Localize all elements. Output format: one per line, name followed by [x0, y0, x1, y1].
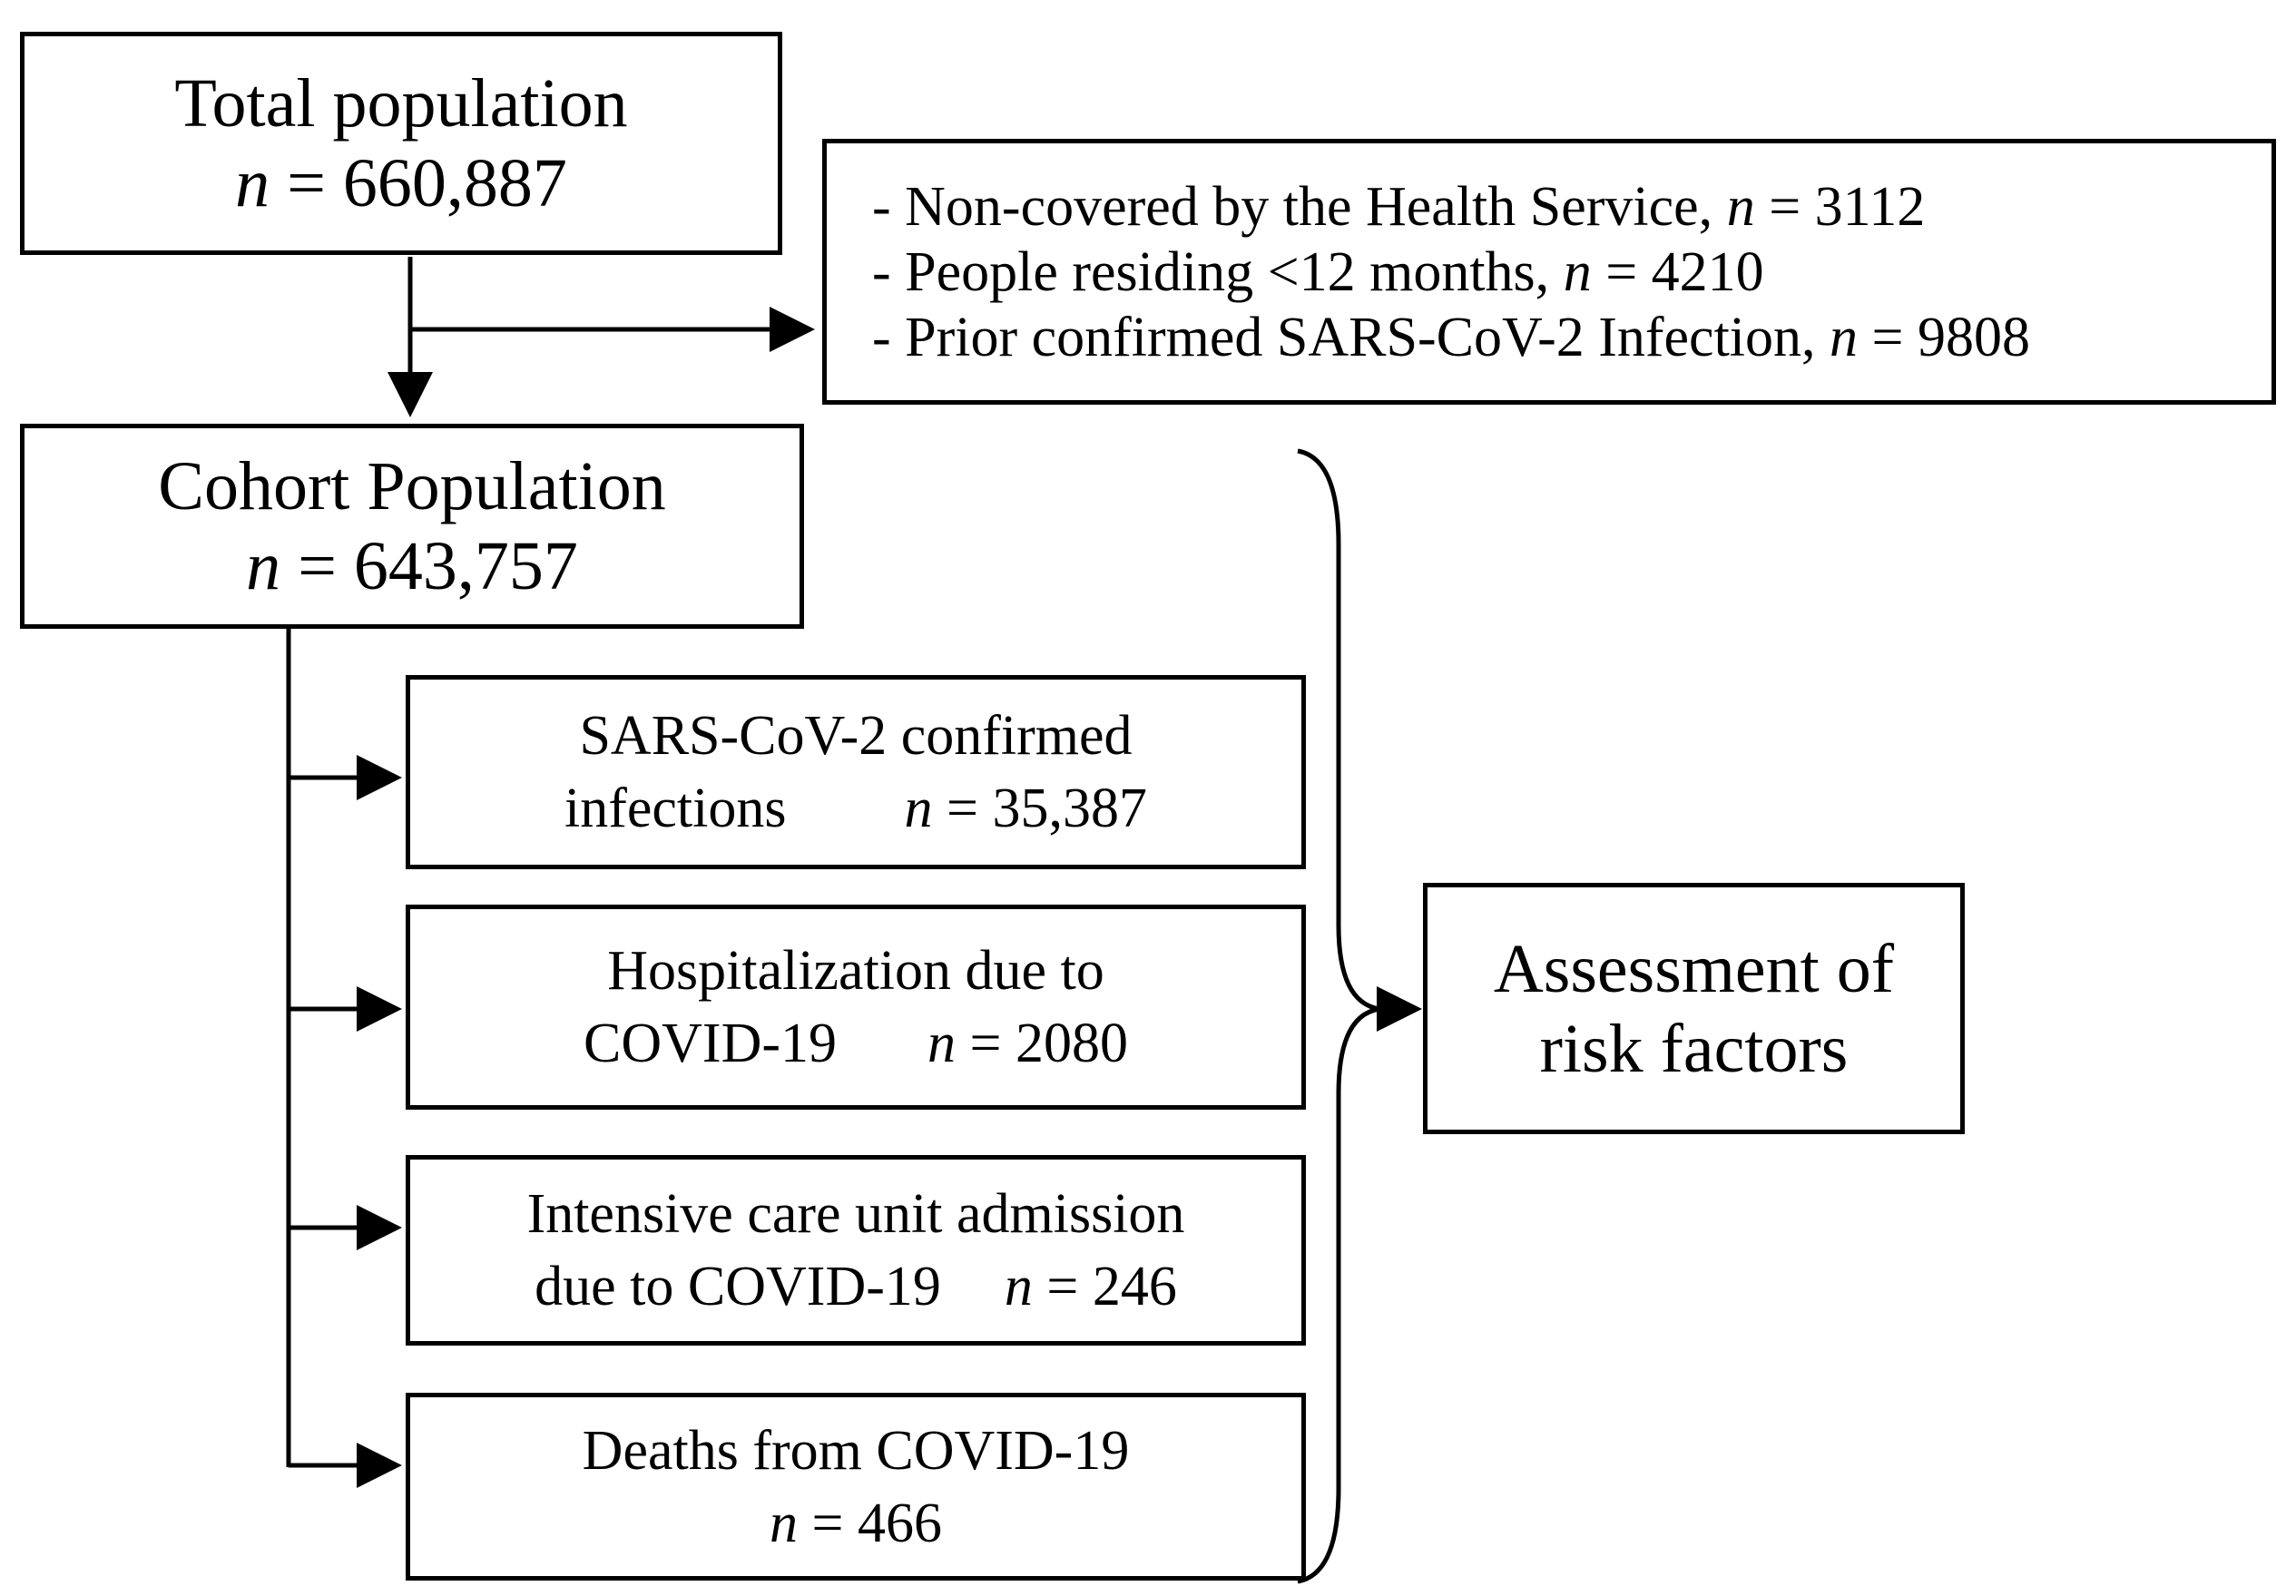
- exclusion-item: - Non-covered by the Health Service, n =…: [872, 175, 1926, 238]
- exclusion-item: - Prior confirmed SARS-CoV-2 Infection, …: [872, 306, 2030, 368]
- exclusions-box: - Non-covered by the Health Service, n =…: [822, 139, 2276, 405]
- brace: [1297, 448, 1380, 1584]
- outcome-deaths-line1: Deaths from COVID-19: [582, 1419, 1130, 1482]
- total-population-title: Total population: [174, 65, 628, 142]
- assessment-line2: risk factors: [1539, 1010, 1849, 1087]
- outcome-icu-line1: Intensive care unit admission: [526, 1183, 1185, 1245]
- cohort-population-title: Cohort Population: [158, 448, 666, 524]
- outcome-icu-box: Intensive care unit admission due to COV…: [406, 1155, 1306, 1346]
- cohort-population-box: Cohort Population n = 643,757: [20, 424, 804, 629]
- assessment-line1: Assessment of: [1493, 930, 1895, 1007]
- outcome-deaths-count: n = 466: [770, 1492, 942, 1554]
- outcome-hospitalization-line1: Hospitalization due to: [607, 940, 1104, 1002]
- outcome-infections-line1: SARS-CoV-2 confirmed: [579, 705, 1133, 767]
- exclusion-item: - People residing <12 months, n = 4210: [872, 240, 1764, 303]
- outcome-deaths-box: Deaths from COVID-19 n = 466: [406, 1393, 1306, 1581]
- cohort-population-count: n = 643,757: [246, 528, 578, 604]
- total-population-count: n = 660,887: [235, 145, 567, 221]
- total-population-box: Total population n = 660,887: [20, 32, 782, 255]
- assessment-box: Assessment of risk factors: [1423, 883, 1965, 1134]
